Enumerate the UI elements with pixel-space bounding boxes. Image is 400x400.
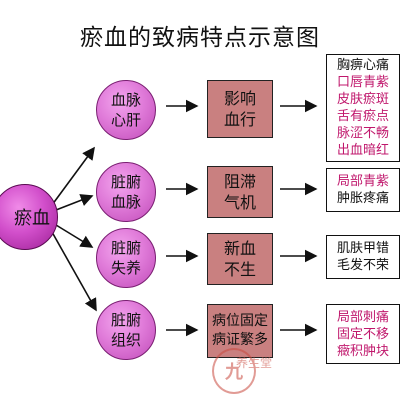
effect-box-3-line-2: 不生 bbox=[223, 260, 256, 279]
arrow-root-to-node-3 bbox=[55, 224, 94, 248]
cause-node-1-line-1: 血脉 bbox=[110, 91, 141, 109]
result-4-item-1: 局部刺痛 bbox=[336, 309, 389, 325]
effect-box-2: 阻滞 气机 bbox=[207, 166, 273, 218]
effect-box-3-line-1: 新血 bbox=[223, 239, 256, 258]
result-3-item-2: 毛发不荣 bbox=[336, 258, 389, 273]
cause-node-4: 脏腑 组织 bbox=[96, 300, 156, 360]
page-title: 瘀血的致病特点示意图 bbox=[80, 25, 320, 51]
result-1-item-2: 口唇青紫 bbox=[336, 75, 389, 90]
result-4-item-3: 癥积肿块 bbox=[336, 343, 389, 359]
cause-node-4-line-2: 组织 bbox=[110, 331, 141, 349]
arrow-root-to-node-1 bbox=[51, 146, 95, 206]
result-1-item-3: 皮肤瘀斑 bbox=[336, 92, 389, 107]
cause-node-3-line-1: 脏腑 bbox=[110, 239, 141, 257]
effect-box-2-line-2: 气机 bbox=[223, 193, 256, 212]
arrow-root-to-node-2 bbox=[55, 194, 94, 211]
cause-node-2-line-2: 血脉 bbox=[110, 193, 141, 211]
effect-box-4-line-2: 病证繁多 bbox=[212, 332, 268, 348]
effect-box-1-line-1: 影响 bbox=[223, 89, 256, 108]
arrow-root-to-node-4 bbox=[51, 231, 97, 312]
cause-node-2-line-1: 脏腑 bbox=[110, 173, 141, 191]
cause-node-3-line-2: 失养 bbox=[110, 259, 141, 277]
result-box-3: 肌肤甲错 毛发不荣 bbox=[326, 235, 400, 279]
cause-node-2: 脏腑 血脉 bbox=[96, 162, 156, 222]
effect-box-1: 影响 血行 bbox=[207, 80, 273, 138]
result-1-item-6: 出血暗红 bbox=[336, 143, 389, 158]
result-2-item-1: 局部青紫 bbox=[336, 174, 389, 189]
watermark-emblem: 九 bbox=[212, 348, 256, 394]
effect-box-2-line-1: 阻滞 bbox=[223, 172, 256, 191]
result-box-1: 胸痹心痛 口唇青紫 皮肤瘀斑 舌有瘀点 脉涩不畅 出血暗红 bbox=[326, 54, 400, 162]
result-1-item-5: 脉涩不畅 bbox=[336, 126, 389, 141]
effect-box-3: 新血 不生 bbox=[207, 233, 273, 285]
effect-box-1-line-2: 血行 bbox=[223, 110, 256, 129]
result-1-item-4: 舌有瘀点 bbox=[336, 109, 389, 124]
result-box-4: 局部刺痛 固定不移 癥积肿块 bbox=[326, 304, 400, 364]
watermark-text: 养生堂 bbox=[236, 356, 273, 370]
watermark-logo: 九 养生堂 bbox=[212, 348, 292, 398]
cause-node-3: 脏腑 失养 bbox=[96, 228, 156, 288]
result-2-item-2: 肿胀疼痛 bbox=[336, 191, 389, 206]
result-3-item-1: 肌肤甲错 bbox=[336, 241, 389, 256]
cause-node-4-line-1: 脏腑 bbox=[110, 311, 141, 329]
result-box-2: 局部青紫 肿胀疼痛 bbox=[326, 168, 400, 212]
root-label: 瘀血 bbox=[14, 208, 50, 229]
result-1-item-1: 胸痹心痛 bbox=[336, 58, 389, 73]
effect-box-4-line-1: 病位固定 bbox=[212, 313, 268, 329]
result-4-item-2: 固定不移 bbox=[336, 326, 389, 342]
cause-node-1-line-2: 心肝 bbox=[110, 111, 141, 129]
root-node: 瘀血 bbox=[0, 184, 58, 250]
cause-node-1: 血脉 心肝 bbox=[96, 80, 156, 140]
